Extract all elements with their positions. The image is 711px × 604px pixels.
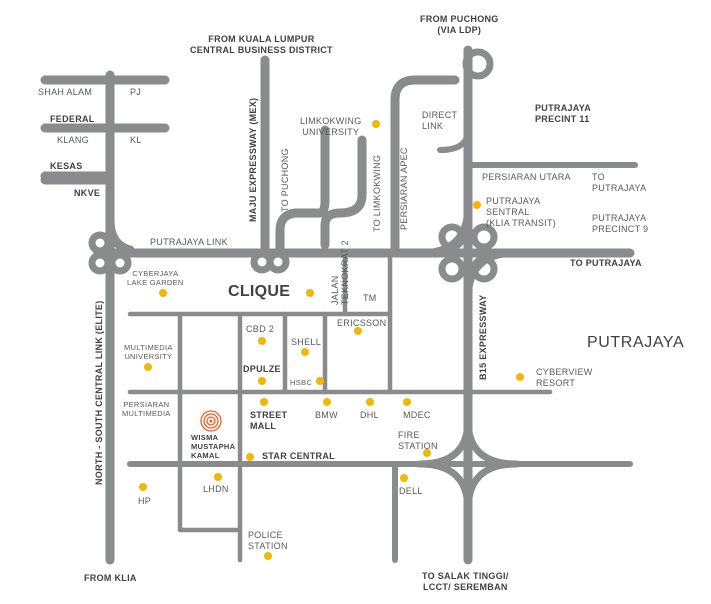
road-nkve bbox=[40, 175, 135, 255]
label-multimedia-university: MULTIMEDIA UNIVERSITY bbox=[124, 343, 173, 361]
poi-lake-garden-dot[interactable] bbox=[159, 289, 167, 297]
label-putrajaya: PUTRAJAYA bbox=[587, 334, 685, 351]
label-ericsson: ERICSSON bbox=[337, 318, 387, 328]
label-putrajaya-link: PUTRAJAYA LINK bbox=[150, 237, 228, 247]
label-to-puchong-v: TO PUCHONG bbox=[280, 148, 290, 212]
label-klang: KLANG bbox=[57, 135, 90, 145]
label-pj: PJ bbox=[130, 87, 142, 97]
label-north-south-central-link: NORTH - SOUTH CENTRAL LINK (ELITE) bbox=[94, 300, 104, 485]
poi-cyberview-dot[interactable] bbox=[516, 373, 524, 381]
label-putrajaya-sentral: PUTRAJAYA SENTRAL (KLIA TRANSIT) bbox=[486, 196, 557, 228]
poi-putrajaya-sentral-dot[interactable] bbox=[473, 201, 481, 209]
poi-bmw-dot[interactable] bbox=[323, 398, 331, 406]
label-to-salak-tinggi: TO SALAK TINGGI/ LCCT/ SEREMBAN bbox=[422, 571, 509, 592]
label-persiaran-utara: PERSIARAN UTARA bbox=[482, 172, 571, 182]
label-limkokwing-university: LIMKOKWING UNIVERSITY bbox=[300, 116, 362, 137]
label-bmw: BMW bbox=[315, 410, 338, 420]
road-to-puchong-loop bbox=[275, 125, 330, 255]
road-grid-v1 bbox=[177, 311, 243, 533]
label-star-central: STAR CENTRAL bbox=[262, 451, 335, 461]
label-wisma-mustapha-kamal: WISMA MUSTAPHA KAMAL bbox=[191, 433, 236, 460]
label-from-puchong: FROM PUCHONG (VIA LDP) bbox=[420, 14, 499, 35]
label-cbd2: CBD 2 bbox=[246, 324, 275, 334]
wisma-marker-icon[interactable] bbox=[200, 410, 222, 432]
label-b15-expressway: B15 EXPRESSWAY bbox=[478, 294, 488, 380]
road-to-limkokwing bbox=[320, 135, 367, 250]
label-putrajaya-precinct-9: PUTRAJAYA PRECINCT 9 bbox=[592, 213, 649, 234]
label-clique: CLIQUE bbox=[228, 283, 291, 300]
poi-limkokwing-dot[interactable] bbox=[372, 120, 380, 128]
label-police-station: POLICE STATION bbox=[248, 530, 288, 551]
poi-dhl-dot[interactable] bbox=[366, 398, 374, 406]
poi-hp-dot[interactable] bbox=[139, 483, 147, 491]
label-dpulze: DPULZE bbox=[243, 364, 281, 374]
label-from-kl-cbd: FROM KUALA LUMPUR CENTRAL BUSINESS DISTR… bbox=[190, 34, 333, 55]
label-shell: SHELL bbox=[291, 337, 322, 347]
poi-street-mall-dot[interactable] bbox=[260, 398, 268, 406]
label-direct-link: DIRECT LINK bbox=[422, 110, 458, 131]
label-to-putrajaya-main: TO PUTRAJAYA bbox=[570, 258, 642, 268]
label-cyberjaya-lake-garden: CYBERJAYA LAKE GARDEN bbox=[127, 269, 184, 287]
poi-cbd2-dot[interactable] bbox=[258, 337, 266, 345]
label-maju-expressway: MAJU EXPRESSWAY (MEX) bbox=[248, 97, 258, 222]
poi-police-dot[interactable] bbox=[264, 552, 272, 560]
label-putrajaya-precinct-11: PUTRAJAYA PRECINT 11 bbox=[535, 103, 592, 124]
label-mdec: MDEC bbox=[403, 410, 431, 420]
label-persiaran-multimedia: PERSIARAN MULTIMEDIA bbox=[122, 400, 171, 418]
label-from-klia: FROM KLIA bbox=[84, 573, 137, 583]
label-hp: HP bbox=[138, 496, 152, 506]
poi-ericsson-dot[interactable] bbox=[354, 327, 362, 335]
poi-star-central-dot[interactable] bbox=[246, 453, 254, 461]
road-direct-link bbox=[437, 127, 471, 153]
poi-fire-station-dot[interactable] bbox=[423, 449, 431, 457]
label-kesas: KESAS bbox=[50, 161, 83, 171]
label-dell: DELL bbox=[399, 486, 423, 496]
poi-dell-dot[interactable] bbox=[400, 474, 408, 482]
poi-dpulze-dot[interactable] bbox=[258, 377, 266, 385]
label-persiaran-apec: PERSIARAN APEC bbox=[399, 147, 409, 230]
label-federal: FEDERAL bbox=[50, 114, 95, 124]
poi-lhdn-dot[interactable] bbox=[214, 473, 222, 481]
poi-shell-dot[interactable] bbox=[301, 348, 309, 356]
label-shah-alam: SHAH ALAM bbox=[38, 87, 93, 97]
label-tm: TM bbox=[363, 293, 377, 303]
label-to-putrajaya-upper: TO PUTRAJAYA bbox=[592, 172, 647, 193]
label-lhdn: LHDN bbox=[203, 484, 229, 494]
poi-mmu-dot[interactable] bbox=[144, 363, 152, 371]
label-nkve: NKVE bbox=[74, 188, 101, 198]
label-cyberview-resort: CYBERVIEW RESORT bbox=[536, 367, 593, 388]
label-fire-station: FIRE STATION bbox=[398, 430, 438, 451]
poi-clique-dot[interactable] bbox=[306, 289, 314, 297]
poi-hsbc-dot[interactable] bbox=[316, 377, 324, 385]
label-jalan-teknokrat-2: JALAN TEKNOKRAT 2 bbox=[330, 240, 350, 305]
label-dhl: DHL bbox=[360, 410, 379, 420]
label-hsbc: HSBC bbox=[290, 378, 313, 387]
label-street-mall: STREET MALL bbox=[250, 410, 288, 431]
label-to-limkokwing-v: TO LIMKOKWING bbox=[372, 154, 382, 232]
poi-mdec-dot[interactable] bbox=[403, 398, 411, 406]
road-apec bbox=[390, 75, 460, 253]
label-kl: KL bbox=[130, 135, 142, 145]
